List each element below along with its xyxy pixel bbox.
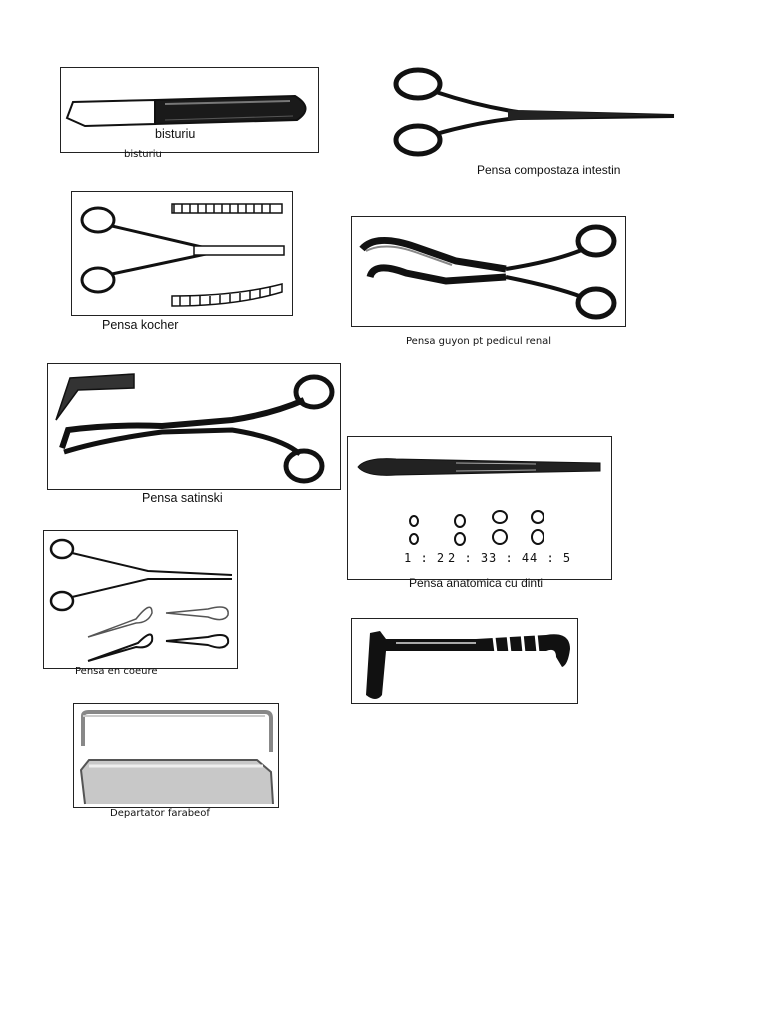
figure-guyon xyxy=(351,216,626,327)
kocher-forceps-icon xyxy=(80,203,285,307)
ratio-3: 3 : 4 xyxy=(489,551,531,565)
figure-farabeuf xyxy=(73,703,279,808)
anatomica-caption: Pensa anatomica cu dinti xyxy=(409,576,544,590)
figure-retractor xyxy=(351,618,578,704)
tissue-forceps-icon xyxy=(357,458,601,476)
figure-en-coeur xyxy=(43,530,238,669)
ring-forceps-icon xyxy=(49,538,233,662)
farabeuf-retractor-icon xyxy=(79,710,274,805)
farabeuf-caption: Departator farabeof xyxy=(110,808,210,819)
figure-anatomica: 1 : 2 2 : 3 3 : 4 4 : 5 xyxy=(347,436,612,580)
scalpel-icon xyxy=(65,94,307,128)
straight-clamp-icon xyxy=(393,67,675,157)
ratio-4: 4 : 5 xyxy=(530,551,572,565)
forceps-tip-details xyxy=(409,510,544,546)
guyon-caption: Pensa guyon pt pedicul renal xyxy=(406,336,552,347)
bisturiu-caption: bisturiu xyxy=(124,149,162,160)
ratio-2: 2 : 3 xyxy=(448,551,490,565)
bisturiu-inner-label: bisturiu xyxy=(155,127,196,141)
figure-bisturiu: bisturiu xyxy=(60,67,319,153)
hand-retractor-icon xyxy=(366,631,570,699)
satinski-caption: Pensa satinski xyxy=(142,491,223,505)
guyon-clamp-icon xyxy=(359,224,617,320)
satinsky-clamp-icon xyxy=(55,373,335,484)
figure-kocher xyxy=(71,191,293,316)
compostaza-caption: Pensa compostaza intestin xyxy=(477,163,621,177)
ratio-1: 1 : 2 xyxy=(404,551,446,565)
en-coeur-caption: Pensa en coeure xyxy=(75,666,158,677)
kocher-caption: Pensa kocher xyxy=(102,318,179,332)
figure-satinski xyxy=(47,363,341,490)
